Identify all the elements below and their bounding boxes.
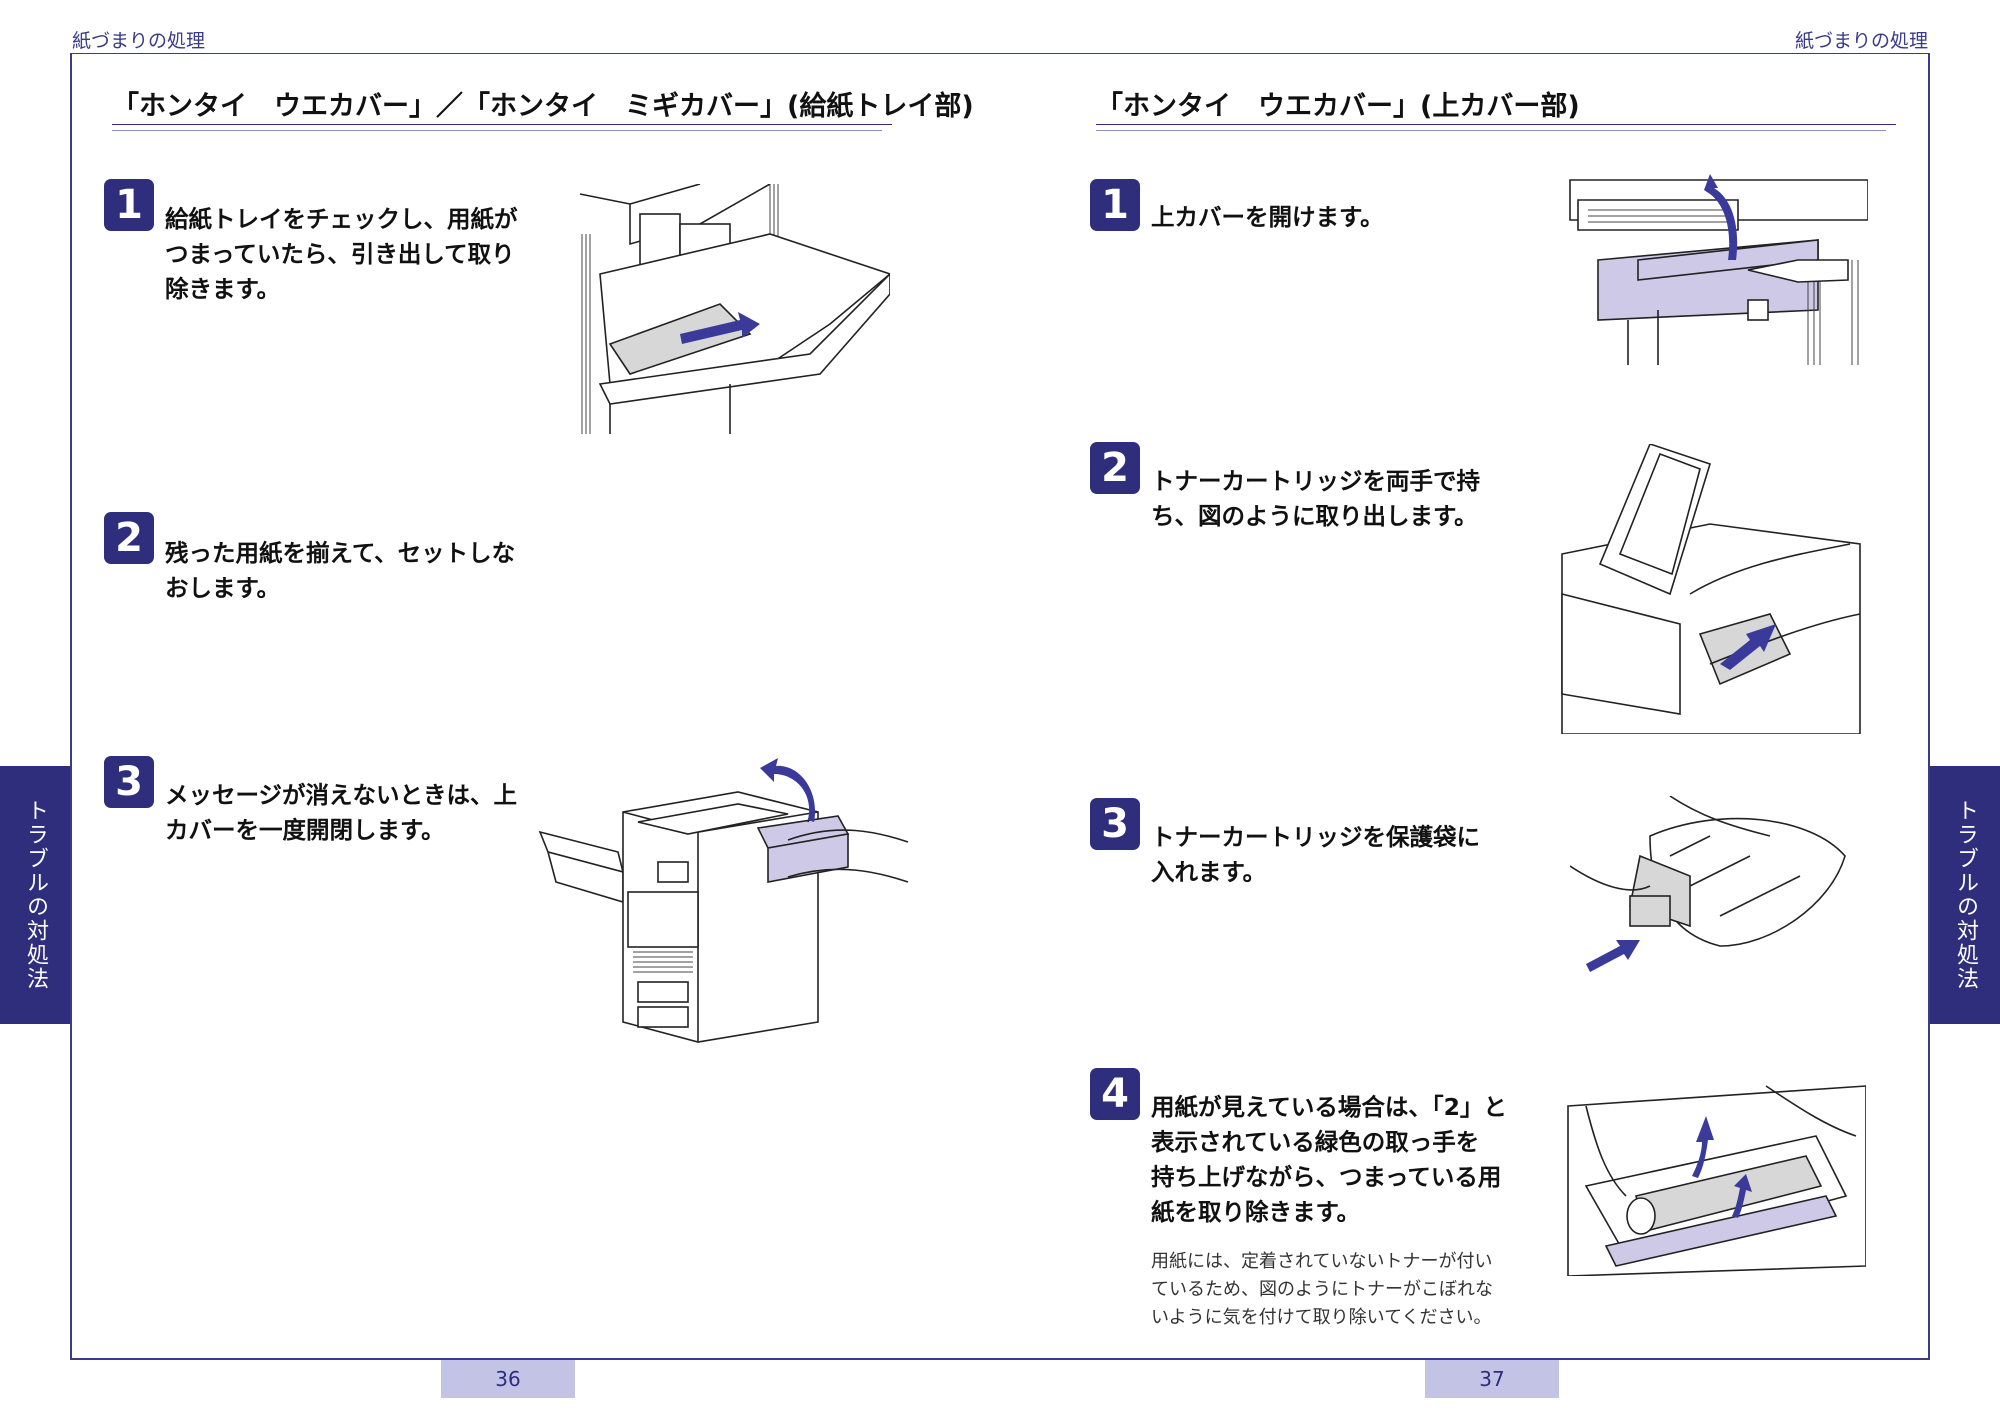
- step-badge: 3: [104, 756, 154, 808]
- remove-toner-illustration: [1561, 444, 1861, 734]
- step-badge: 2: [104, 512, 154, 564]
- step-text: 用紙が見えている場合は、「2」と 表示されている緑色の取っ手を 持ち上げながら、…: [1151, 1093, 1507, 1226]
- chapter-tab-left: トラブルの対処法: [0, 766, 70, 1024]
- running-head-right: 紙づまりの処理: [1794, 30, 1928, 52]
- step-text: 残った用紙を揃えて、セットしな おします。: [165, 539, 516, 602]
- toner-in-bag-illustration: [1570, 796, 1846, 972]
- step-text: メッセージが消えないときは、上 カバーを一度開閉します。: [165, 781, 518, 844]
- paper-tray-illustration: [579, 184, 890, 434]
- printer-open-cover-illustration: [538, 758, 909, 1043]
- section-heading-right: 「ホンタイ ウエカバー」(上カバー部): [1096, 91, 1580, 122]
- step-badge: 2: [1090, 442, 1140, 494]
- open-top-cover-illustration: [1569, 174, 1868, 365]
- step-badge: 1: [104, 179, 154, 231]
- running-head-left: 紙づまりの処理: [72, 30, 206, 52]
- step-badge: 4: [1090, 1068, 1140, 1120]
- step-text: トナーカートリッジを両手で持 ち、図のように取り出します。: [1151, 467, 1480, 530]
- step-badge: 3: [1090, 798, 1140, 850]
- remove-paper-fuser-illustration: [1567, 1085, 1866, 1276]
- step-badge: 1: [1090, 179, 1140, 231]
- chapter-tab-right: トラブルの対処法: [1930, 766, 2000, 1024]
- heading-underline-left: [112, 124, 892, 125]
- step-note: 用紙には、定着されていないトナーが付い ているため、図のようにトナーがこぼれな …: [1151, 1251, 1493, 1328]
- step-text: 給紙トレイをチェックし、用紙が つまっていたら、引き出して取り 除きます。: [165, 205, 518, 303]
- step-text: トナーカートリッジを保護袋に 入れます。: [1151, 823, 1480, 886]
- heading-underline-right: [1096, 124, 1896, 125]
- step-text: 上カバーを開けます。: [1151, 203, 1384, 231]
- section-heading-left: 「ホンタイ ウエカバー」／「ホンタイ ミギカバー」(給紙トレイ部): [112, 91, 974, 122]
- page-number-left: 36: [441, 1360, 575, 1398]
- page-number-right: 37: [1425, 1360, 1559, 1398]
- page-frame: [70, 53, 1930, 1360]
